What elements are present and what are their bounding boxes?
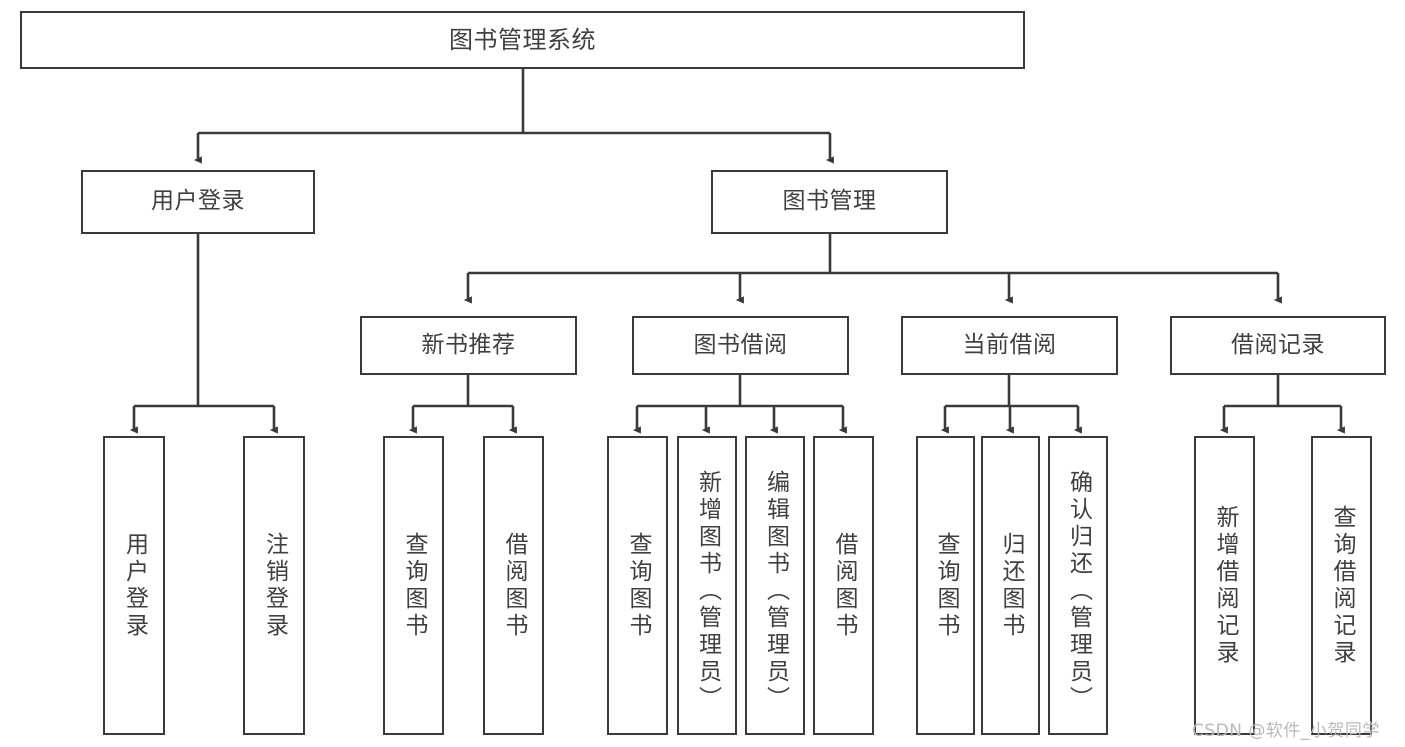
node-book-borrow[interactable]: 图书借阅 bbox=[632, 316, 849, 375]
leaf-edit-book[interactable]: 编辑图书（管理员） bbox=[745, 436, 805, 735]
node-root-system[interactable]: 图书管理系统 bbox=[20, 11, 1025, 69]
node-label: 借阅图书 bbox=[831, 531, 857, 640]
node-current-borrow[interactable]: 当前借阅 bbox=[901, 316, 1118, 375]
node-label: 图书借阅 bbox=[693, 331, 788, 358]
node-label: 新增图书（管理员） bbox=[694, 470, 721, 713]
node-borrow-record[interactable]: 借阅记录 bbox=[1170, 316, 1386, 375]
node-label: 新书推荐 bbox=[421, 331, 516, 358]
node-label: 编辑图书（管理员） bbox=[762, 470, 789, 713]
node-user-login[interactable]: 用户登录 bbox=[81, 170, 315, 234]
leaf-query-borrow-record[interactable]: 查询借阅记录 bbox=[1311, 436, 1372, 735]
leaf-borrow-book-recommend[interactable]: 借阅图书 bbox=[483, 436, 544, 735]
node-label: 图书管理 bbox=[782, 188, 877, 215]
leaf-add-borrow-record[interactable]: 新增借阅记录 bbox=[1194, 436, 1255, 735]
node-new-book-recommend[interactable]: 新书推荐 bbox=[360, 316, 577, 375]
node-label: 用户登录 bbox=[121, 531, 148, 640]
node-label: 借阅记录 bbox=[1231, 331, 1325, 358]
leaf-user-login[interactable]: 用户登录 bbox=[103, 436, 165, 735]
node-label: 查询图书 bbox=[401, 531, 427, 640]
leaf-confirm-return[interactable]: 确认归还（管理员） bbox=[1048, 436, 1108, 735]
node-label: 归还图书 bbox=[998, 531, 1024, 640]
leaf-logout[interactable]: 注销登录 bbox=[243, 436, 305, 735]
watermark: CSDN @软件_小贺同学 bbox=[1192, 721, 1380, 741]
node-label: 新增借阅记录 bbox=[1212, 504, 1238, 667]
node-book-manage[interactable]: 图书管理 bbox=[711, 170, 948, 234]
leaf-borrow-book[interactable]: 借阅图书 bbox=[813, 436, 874, 735]
leaf-query-book-current[interactable]: 查询图书 bbox=[916, 436, 975, 735]
node-label: 确认归还（管理员） bbox=[1065, 470, 1092, 713]
node-label: 查询图书 bbox=[933, 531, 959, 640]
node-label: 图书管理系统 bbox=[449, 25, 596, 54]
node-label: 查询图书 bbox=[625, 531, 651, 640]
leaf-return-book[interactable]: 归还图书 bbox=[981, 436, 1040, 735]
node-label: 当前借阅 bbox=[962, 331, 1057, 358]
node-label: 用户登录 bbox=[151, 188, 245, 215]
node-label: 借阅图书 bbox=[501, 531, 527, 640]
node-label: 注销登录 bbox=[261, 531, 288, 640]
leaf-add-book[interactable]: 新增图书（管理员） bbox=[677, 436, 737, 735]
node-label: 查询借阅记录 bbox=[1329, 504, 1355, 667]
leaf-query-book-recommend[interactable]: 查询图书 bbox=[383, 436, 444, 735]
leaf-query-book-borrow[interactable]: 查询图书 bbox=[607, 436, 668, 735]
